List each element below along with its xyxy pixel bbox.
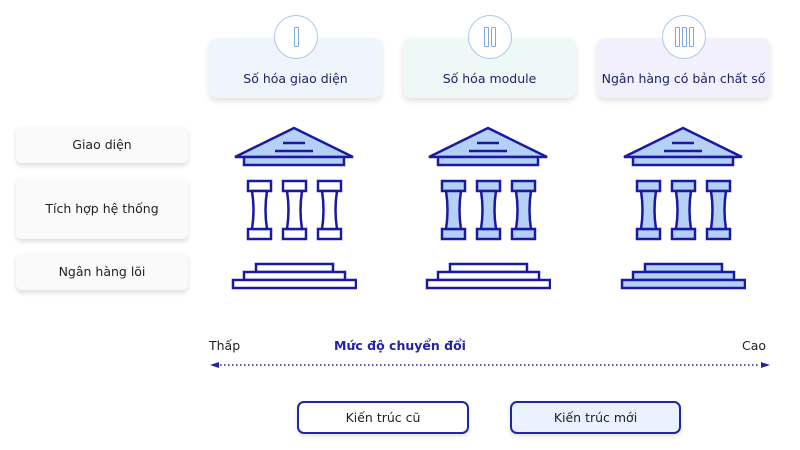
stage-label: Số hóa giao diện [243, 70, 348, 86]
axis-low-label: Thấp [209, 338, 241, 353]
legend-label: Kiến trúc mới [553, 410, 638, 425]
layer-label-interface: Giao diện [16, 126, 188, 163]
axis-title: Mức độ chuyển đổi [334, 338, 466, 353]
axis-high-label: Cao [742, 338, 767, 353]
bank-building-icon-2 [425, 126, 551, 290]
double-arrow-axis [210, 362, 770, 368]
legend-label: Kiến trúc cũ [345, 410, 421, 425]
layer-label-integration: Tích hợp hệ thống [16, 177, 188, 239]
legend-old-architecture: Kiến trúc cũ [297, 401, 469, 434]
stage-card-3: Ngân hàng có bản chất số [597, 38, 770, 98]
legend-new-architecture: Kiến trúc mới [510, 401, 681, 434]
stage-label: Số hóa module [442, 70, 537, 86]
roman-numeral-3-icon [662, 15, 706, 59]
bank-building-icon-3 [620, 126, 746, 290]
layer-label-text: Ngân hàng lõi [58, 264, 146, 279]
bank-building-icon-1 [231, 126, 357, 290]
layer-label-text: Tích hợp hệ thống [45, 200, 159, 216]
layer-label-text: Giao diện [72, 137, 132, 152]
roman-numeral-2-icon [468, 15, 512, 59]
layer-label-core-banking: Ngân hàng lõi [16, 253, 188, 290]
stage-label: Ngân hàng có bản chất số [601, 70, 766, 86]
roman-numeral-1-icon [274, 15, 318, 59]
